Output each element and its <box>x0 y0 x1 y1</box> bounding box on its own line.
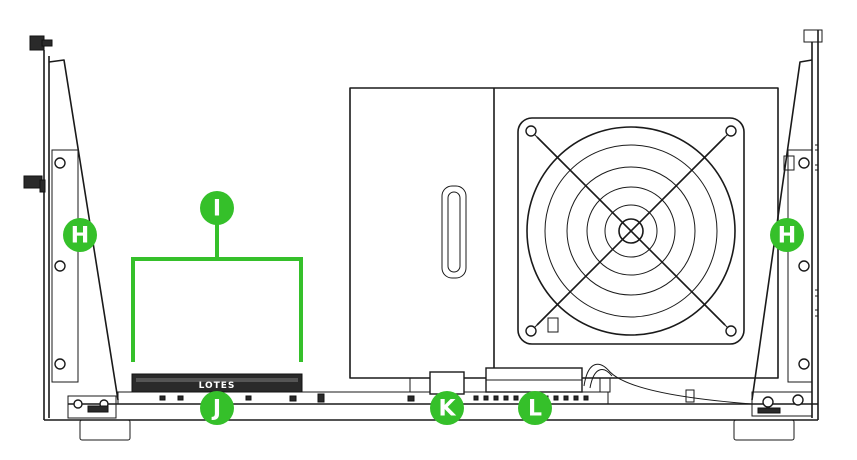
svg-text:K: K <box>438 397 456 422</box>
fan-hub <box>618 218 644 244</box>
left-side-panel <box>23 35 119 420</box>
right-top-clip <box>803 29 823 43</box>
fan-frame <box>517 117 745 345</box>
connector-l-housing <box>485 367 583 393</box>
left-foot <box>79 419 131 441</box>
right-side-panel <box>751 29 823 420</box>
right-foot <box>733 419 795 441</box>
svg-text:H: H <box>778 224 796 249</box>
psu-housing <box>349 87 779 379</box>
pcie-card: LOTES <box>131 373 303 393</box>
right-screw-1 <box>798 157 810 169</box>
base-left-block <box>67 395 117 419</box>
marker-j: J <box>200 391 234 425</box>
fan <box>517 117 745 345</box>
pcb-board <box>117 391 609 405</box>
fan-screw-tl <box>525 125 537 137</box>
connector-k-housing <box>409 371 465 395</box>
right-screw-3 <box>798 358 810 370</box>
left-mount-bracket <box>51 149 79 383</box>
svg-text:H: H <box>71 224 89 249</box>
left-screw-3 <box>54 358 66 370</box>
marker-h-right: H <box>770 218 804 252</box>
marker-h-left: H <box>63 218 97 252</box>
right-screw-2 <box>798 260 810 272</box>
left-screw-1 <box>54 157 66 169</box>
svg-text:L: L <box>528 397 542 422</box>
psu-handle <box>441 185 467 279</box>
marker-i: I <box>200 191 234 225</box>
marker-l: L <box>518 391 552 425</box>
card-brand-label: LOTES <box>199 381 236 391</box>
fan-screw-bl <box>525 325 537 337</box>
fan-cable <box>583 363 753 405</box>
svg-text:I: I <box>213 197 221 222</box>
callout-i-bracket <box>131 222 303 362</box>
fan-screw-tr <box>725 125 737 137</box>
marker-k: K <box>430 391 464 425</box>
right-mount-bracket <box>787 149 813 383</box>
fan-ring-outer <box>526 126 736 336</box>
left-screw-2 <box>54 260 66 272</box>
fan-screw-br <box>725 325 737 337</box>
svg-text:J: J <box>211 397 221 422</box>
left-mid-knob <box>23 175 43 189</box>
